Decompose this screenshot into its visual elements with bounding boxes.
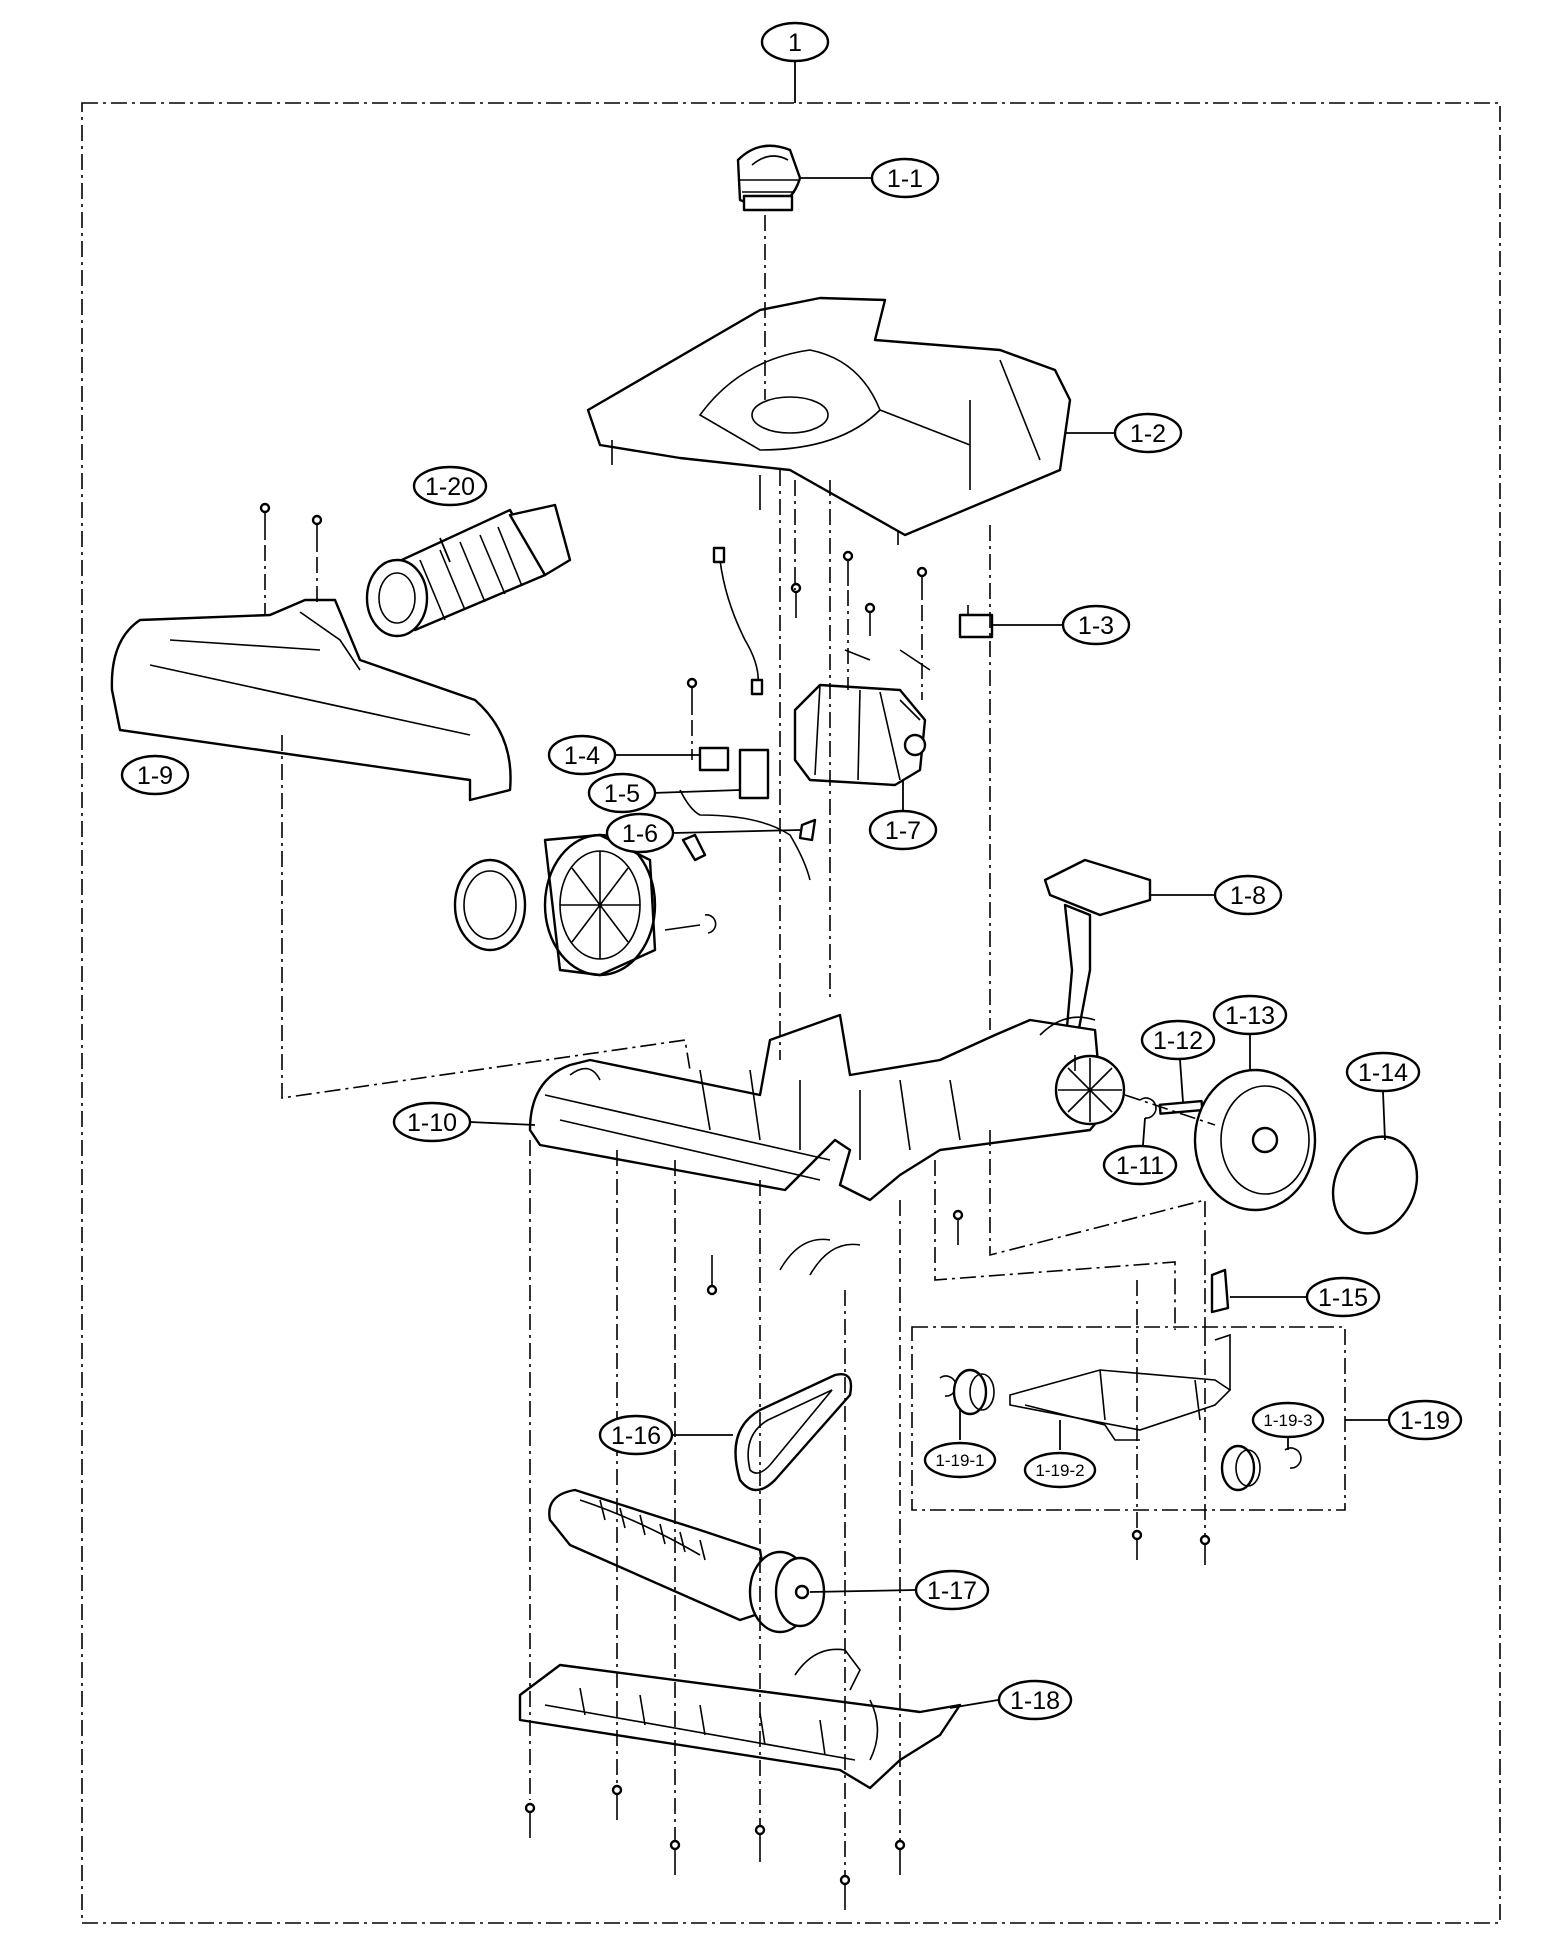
part-1-11-e-ring bbox=[1139, 1097, 1157, 1119]
svg-text:1-19-2: 1-19-2 bbox=[1035, 1461, 1084, 1480]
svg-text:1-6: 1-6 bbox=[622, 820, 658, 848]
part-1-15-tab bbox=[1210, 1268, 1230, 1314]
callout-1-17: 1-17 bbox=[914, 1569, 990, 1611]
callout-main: 1 bbox=[760, 21, 830, 63]
assembly-frame bbox=[81, 102, 1501, 1924]
svg-text:1-19: 1-19 bbox=[1400, 1407, 1450, 1435]
part-1-9-nozzle-hood bbox=[110, 598, 512, 802]
svg-text:1-17: 1-17 bbox=[927, 1577, 977, 1605]
callout-1-19: 1-19 bbox=[1387, 1399, 1463, 1441]
callout-1-19-2: 1-19-2 bbox=[1023, 1451, 1097, 1489]
part-1-17-brush-roll bbox=[548, 1488, 826, 1634]
part-1-10-base-housing bbox=[528, 1013, 1126, 1202]
callout-1-14: 1-14 bbox=[1345, 1051, 1421, 1093]
screws-motor bbox=[686, 550, 928, 715]
svg-text:1-18: 1-18 bbox=[1010, 1687, 1060, 1715]
svg-text:1-19-3: 1-19-3 bbox=[1263, 1411, 1312, 1430]
screws-bottom bbox=[524, 1784, 906, 1910]
callout-1-9: 1-9 bbox=[120, 754, 190, 796]
screws-under-base bbox=[706, 1209, 964, 1296]
part-1-20-hose bbox=[365, 503, 572, 638]
callout-1-19-1: 1-19-1 bbox=[923, 1441, 997, 1479]
svg-text:1: 1 bbox=[788, 29, 802, 57]
callout-1-12: 1-12 bbox=[1140, 1019, 1216, 1061]
part-1-19-3-clip bbox=[1220, 1444, 1302, 1492]
part-1-6-clip bbox=[679, 789, 817, 881]
leader-lines bbox=[439, 177, 1390, 1709]
callout-1-4: 1-4 bbox=[547, 734, 617, 776]
part-1-16-belt bbox=[734, 1373, 853, 1492]
svg-text:1-16: 1-16 bbox=[611, 1422, 661, 1450]
screws-below-1-19 bbox=[1131, 1529, 1211, 1565]
callout-1-16: 1-16 bbox=[598, 1414, 674, 1456]
callout-1-6: 1-6 bbox=[605, 812, 675, 854]
part-belt-clip-lower bbox=[794, 1648, 861, 1691]
part-wheel-left bbox=[453, 833, 717, 977]
callout-1-3: 1-3 bbox=[1061, 604, 1131, 646]
callout-1-5: 1-5 bbox=[587, 772, 657, 814]
svg-text:1-20: 1-20 bbox=[425, 473, 475, 501]
svg-text:1-12: 1-12 bbox=[1153, 1027, 1203, 1055]
callout-1-8: 1-8 bbox=[1213, 874, 1283, 916]
part-1-19-1-roller bbox=[939, 1368, 995, 1416]
part-1-3-switch bbox=[958, 605, 994, 639]
svg-text:1-1: 1-1 bbox=[887, 165, 923, 193]
svg-text:1-9: 1-9 bbox=[137, 762, 173, 790]
callout-1-10: 1-10 bbox=[392, 1101, 472, 1143]
group-1-19-frame bbox=[911, 1326, 1346, 1511]
callout-1-19-3: 1-19-3 bbox=[1251, 1401, 1325, 1439]
part-1-1-knob bbox=[736, 144, 802, 212]
callout-1-11: 1-11 bbox=[1102, 1144, 1178, 1186]
part-1-19-2-bracket bbox=[1009, 1333, 1232, 1441]
callout-1-1: 1-1 bbox=[870, 157, 940, 199]
callout-1-18: 1-18 bbox=[997, 1679, 1073, 1721]
part-1-12-axle bbox=[1158, 1099, 1204, 1115]
svg-text:1-3: 1-3 bbox=[1078, 612, 1114, 640]
part-1-13-wheel bbox=[1193, 1068, 1317, 1212]
wires-motor bbox=[712, 546, 931, 696]
part-1-18-base-plate bbox=[518, 1663, 962, 1790]
part-1-7-motor bbox=[793, 683, 927, 787]
svg-text:1-8: 1-8 bbox=[1230, 882, 1266, 910]
svg-text:1-7: 1-7 bbox=[885, 817, 921, 845]
svg-text:1-11: 1-11 bbox=[1116, 1152, 1164, 1180]
assembly-guide-lines bbox=[264, 215, 1216, 1875]
callout-1-20: 1-20 bbox=[412, 465, 488, 507]
screws-top-left bbox=[259, 502, 323, 552]
svg-text:1-4: 1-4 bbox=[564, 742, 600, 770]
svg-text:1-15: 1-15 bbox=[1318, 1284, 1368, 1312]
part-1-14-wheel-cap bbox=[1331, 1135, 1419, 1235]
svg-text:1-5: 1-5 bbox=[604, 780, 640, 808]
part-1-8-pedal bbox=[1043, 858, 1152, 1052]
callout-1-15: 1-15 bbox=[1305, 1276, 1381, 1318]
svg-text:1-2: 1-2 bbox=[1130, 420, 1166, 448]
svg-text:1-14: 1-14 bbox=[1358, 1059, 1408, 1087]
callout-1-13: 1-13 bbox=[1212, 994, 1288, 1036]
part-1-4-1-5-brackets bbox=[698, 746, 770, 800]
svg-text:1-10: 1-10 bbox=[407, 1109, 457, 1137]
svg-text:1-19-1: 1-19-1 bbox=[935, 1451, 984, 1470]
callout-1-2: 1-2 bbox=[1113, 412, 1183, 454]
part-belt-clip-upper bbox=[779, 1238, 861, 1276]
svg-text:1-13: 1-13 bbox=[1225, 1002, 1275, 1030]
part-1-2-top-cover bbox=[586, 296, 1072, 545]
callout-1-7: 1-7 bbox=[868, 809, 938, 851]
